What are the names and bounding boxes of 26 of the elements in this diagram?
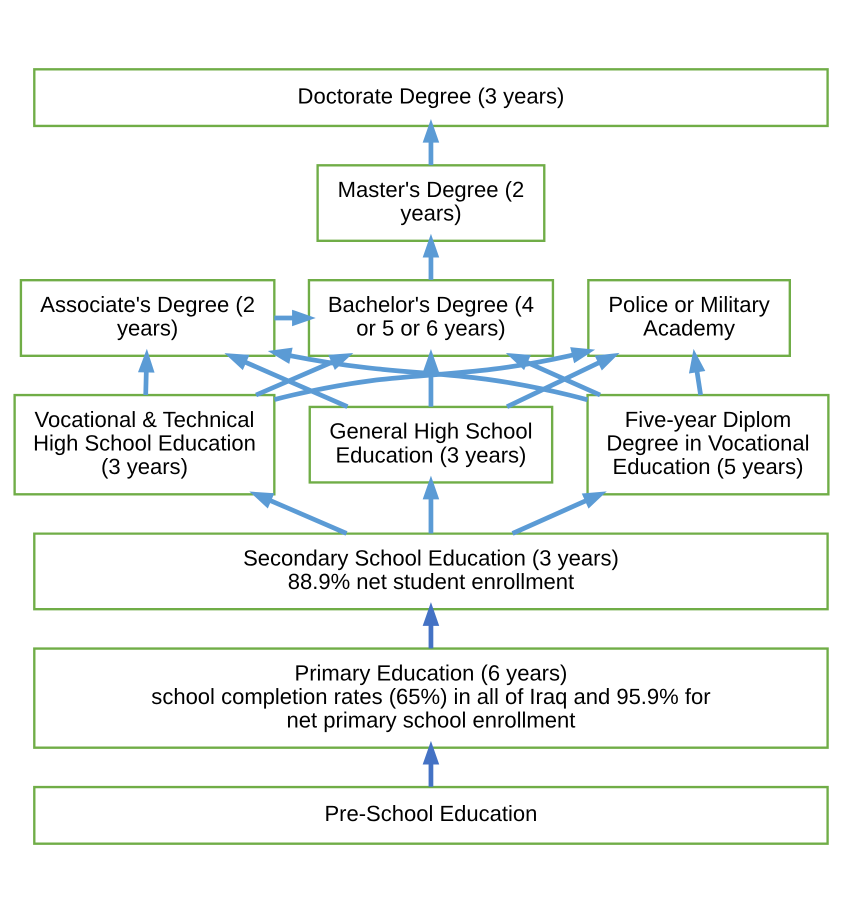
node-box: Pre-School Education bbox=[33, 785, 829, 844]
node-box: Master's Degree (2 years) bbox=[316, 164, 546, 242]
node-box: Associate's Degree (2 years) bbox=[20, 278, 276, 356]
arrow bbox=[224, 352, 348, 408]
arrow bbox=[422, 602, 440, 648]
node-box: Secondary School Education (3 years) 88.9% net student enrollment bbox=[33, 532, 829, 610]
arrow bbox=[422, 348, 440, 406]
arrow bbox=[274, 309, 316, 326]
arrow bbox=[138, 348, 155, 395]
arrow bbox=[249, 491, 348, 536]
arrow bbox=[422, 475, 440, 533]
arrow bbox=[422, 740, 440, 786]
arrow bbox=[512, 490, 607, 536]
arrow bbox=[422, 118, 440, 165]
arrow bbox=[506, 352, 602, 397]
arrow bbox=[688, 348, 706, 395]
node-box: Doctorate Degree (3 years) bbox=[33, 68, 829, 127]
node-box: Primary Education (6 years) school completion rates (65%) in all of Iraq and 95.9% for net primary school enrollment bbox=[33, 646, 829, 748]
arrow bbox=[255, 352, 354, 397]
node-box: Vocational & Technical High School Education (3 years) bbox=[13, 393, 276, 495]
node-box: Five-year Diplom Degree in Vocational Education (5 years) bbox=[586, 393, 830, 495]
arrow bbox=[506, 352, 620, 408]
node-box: General High School Education (3 years) bbox=[308, 405, 554, 484]
arrow bbox=[422, 233, 440, 280]
node-box: Bachelor's Degree (4 or 5 or 6 years) bbox=[308, 278, 554, 356]
node-box: Police or Military Academy bbox=[587, 278, 791, 356]
